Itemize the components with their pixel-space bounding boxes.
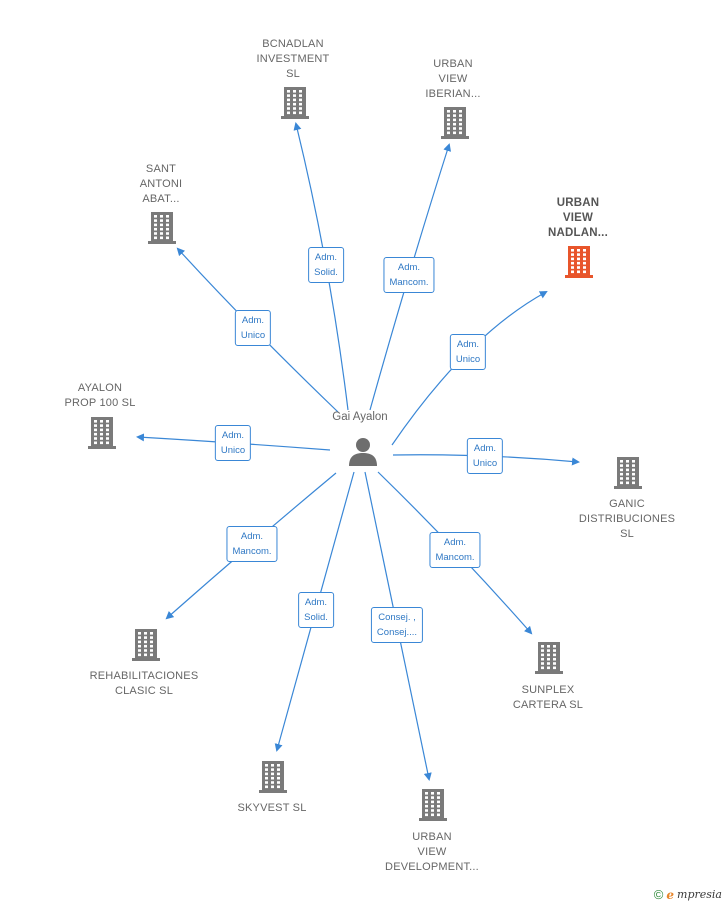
relation-badge-skyvest[interactable]: Adm. Solid. xyxy=(298,592,334,628)
building-icon-sunplex[interactable] xyxy=(533,641,565,680)
brand-logo-letter: e xyxy=(666,887,675,902)
company-label-ganic[interactable]: GANIC DISTRIBUCIONES SL xyxy=(578,498,676,540)
company-label-sunplex[interactable]: SUNPLEX CARTERA SL xyxy=(512,684,584,711)
building-icon-sant_antoni[interactable] xyxy=(146,211,178,250)
copyright-symbol: © xyxy=(653,887,664,902)
building-icon-skyvest[interactable] xyxy=(257,760,289,799)
relation-badge-ganic[interactable]: Adm. Unico xyxy=(466,438,504,474)
relation-badge-uv_nadlan[interactable]: Adm. Unico xyxy=(449,334,487,370)
brand-logo-text: mpresia xyxy=(677,888,722,901)
company-label-bcnadlan[interactable]: BCNADLAN INVESTMENT SL xyxy=(256,38,330,80)
building-icon-uv_development[interactable] xyxy=(417,788,449,827)
company-label-ayalon_prop[interactable]: AYALON PROP 100 SL xyxy=(64,382,136,409)
relation-badge-sant_antoni[interactable]: Adm. Unico xyxy=(234,310,272,346)
relation-badge-rehabilitaciones[interactable]: Adm. Mancom. xyxy=(226,526,278,562)
building-icon-ganic[interactable] xyxy=(612,456,644,495)
building-icon-uv_iberian[interactable] xyxy=(439,106,471,145)
company-label-skyvest[interactable]: SKYVEST SL xyxy=(237,802,307,814)
person-icon[interactable] xyxy=(347,436,379,468)
company-label-sant_antoni[interactable]: SANT ANTONI ABAT... xyxy=(139,163,183,205)
relation-badge-uv_development[interactable]: Consej. , Consej.... xyxy=(370,607,424,643)
relation-badge-sunplex[interactable]: Adm. Mancom. xyxy=(429,532,481,568)
company-label-uv_development[interactable]: URBAN VIEW DEVELOPMENT... xyxy=(385,831,479,873)
company-label-uv_iberian[interactable]: URBAN VIEW IBERIAN... xyxy=(425,58,481,100)
building-icon-uv_nadlan[interactable] xyxy=(563,245,595,284)
building-icon-rehabilitaciones[interactable] xyxy=(130,628,162,667)
relation-badge-bcnadlan[interactable]: Adm. Solid. xyxy=(308,247,344,283)
building-icon-ayalon_prop[interactable] xyxy=(86,416,118,455)
company-label-uv_nadlan[interactable]: URBAN VIEW NADLAN... xyxy=(548,197,608,239)
building-icon-bcnadlan[interactable] xyxy=(279,86,311,125)
relation-badge-ayalon_prop[interactable]: Adm. Unico xyxy=(214,425,252,461)
center-person-name[interactable]: Gai Ayalon xyxy=(332,411,388,423)
company-label-rehabilitaciones[interactable]: REHABILITACIONES CLASIC SL xyxy=(89,670,199,697)
relation-badge-uv_iberian[interactable]: Adm. Mancom. xyxy=(383,257,435,293)
